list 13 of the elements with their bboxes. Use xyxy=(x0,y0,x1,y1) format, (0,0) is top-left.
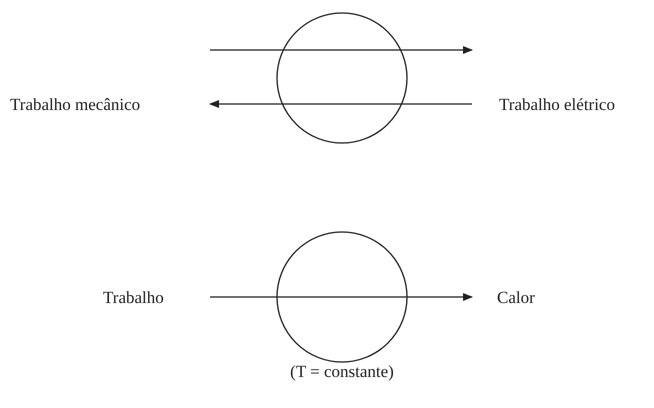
connector-line xyxy=(402,103,472,105)
node-label: Calor xyxy=(497,288,535,306)
converter-circle xyxy=(276,12,408,144)
node-label: Trabalho xyxy=(103,288,164,306)
node-label: (T = constante) xyxy=(289,362,395,382)
arrow xyxy=(209,100,282,108)
node-label: Trabalho mecânico xyxy=(10,96,140,113)
connector-line xyxy=(210,296,277,298)
arrow xyxy=(400,46,473,54)
node-label: Trabalho elétrico xyxy=(499,96,615,113)
connector-line xyxy=(210,49,284,51)
arrow xyxy=(407,293,473,301)
converter-circle xyxy=(276,231,408,363)
